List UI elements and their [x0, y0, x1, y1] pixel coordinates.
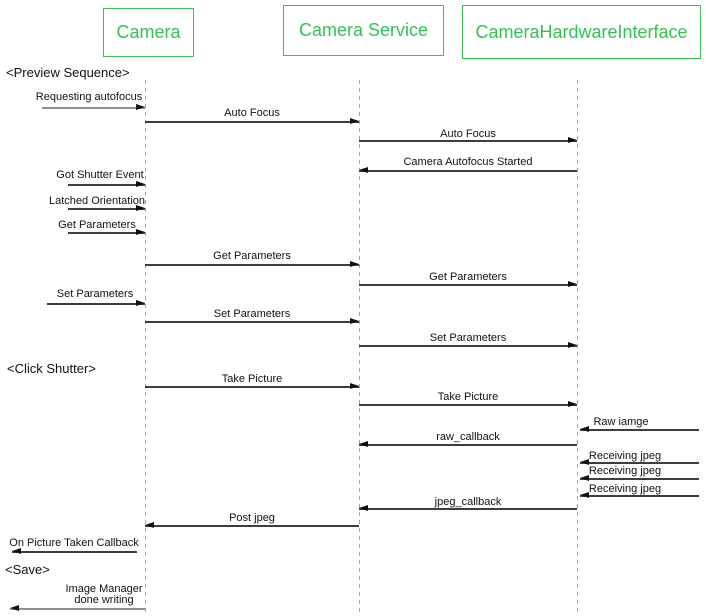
actor-box-camera: Camera — [103, 8, 194, 57]
arrowhead-icon — [350, 383, 359, 389]
actor-label-camera: Camera — [116, 22, 181, 42]
message-label: Receiving jpeg — [588, 465, 662, 477]
message-label: Get Parameters — [58, 219, 136, 231]
arrowhead-icon — [136, 205, 145, 211]
message-line — [145, 386, 359, 388]
lifeline-camerahardwareinterface — [577, 80, 578, 616]
message-label: Receiving jpeg — [588, 450, 662, 462]
message-label: Set Parameters — [213, 308, 291, 320]
message-line — [359, 140, 577, 142]
arrowhead-icon — [568, 137, 577, 143]
message-label: Take Picture — [221, 373, 283, 385]
message-label: Latched Orientation — [48, 195, 146, 207]
message-label: Set Parameters — [56, 288, 134, 300]
actor-box-camera-hardware-interface: CameraHardwareInterface — [462, 5, 701, 59]
message-label: Receiving jpeg — [588, 483, 662, 495]
message-label: On Picture Taken Callback — [9, 537, 139, 549]
message-line — [580, 462, 699, 464]
message-label: Requesting autofocus — [35, 91, 143, 103]
actor-box-camera-service: Camera Service — [283, 5, 444, 56]
message-label: Get Parameters — [213, 250, 291, 262]
message-line — [359, 508, 577, 510]
message-line — [10, 608, 145, 610]
message-label: Got Shutter Event — [56, 169, 144, 181]
message-label: raw_callback — [436, 431, 500, 443]
arrowhead-icon — [580, 426, 589, 432]
message-label: jpeg_callback — [434, 496, 502, 508]
message-label: Get Parameters — [429, 271, 507, 283]
arrowhead-icon — [580, 459, 589, 465]
actor-label-camera-hardware-interface: CameraHardwareInterface — [475, 21, 688, 42]
message-line — [580, 495, 699, 497]
message-line — [580, 478, 699, 480]
arrowhead-icon — [350, 261, 359, 267]
lifeline-camera — [145, 80, 146, 616]
message-label: Post jpeg — [229, 512, 275, 524]
arrowhead-icon — [359, 441, 368, 447]
message-label: Auto Focus — [224, 107, 280, 119]
arrowhead-icon — [145, 522, 154, 528]
message-label: Set Parameters — [429, 332, 507, 344]
arrowhead-icon — [568, 342, 577, 348]
message-label: Image Manager done writing — [65, 583, 143, 606]
message-line — [580, 429, 699, 431]
message-line — [145, 321, 359, 323]
message-line — [145, 264, 359, 266]
arrowhead-icon — [580, 492, 589, 498]
arrowhead-icon — [350, 118, 359, 124]
message-line — [12, 551, 137, 553]
arrowhead-icon — [568, 401, 577, 407]
phase-label-preview-sequence: <Preview Sequence> — [6, 65, 130, 80]
message-line — [68, 208, 145, 210]
message-line — [68, 232, 145, 234]
message-line — [47, 303, 145, 305]
arrowhead-icon — [136, 229, 145, 235]
arrowhead-icon — [580, 475, 589, 481]
actor-label-camera-service: Camera Service — [298, 20, 429, 40]
arrowhead-icon — [136, 300, 145, 306]
message-line — [359, 170, 577, 172]
message-line — [42, 107, 145, 109]
message-line — [359, 284, 577, 286]
arrowhead-icon — [10, 605, 19, 611]
message-line — [359, 404, 577, 406]
lifeline-camera-service — [359, 80, 360, 616]
message-line — [145, 121, 359, 123]
message-label: Auto Focus — [440, 128, 496, 140]
phase-label-save: <Save> — [5, 562, 50, 577]
arrowhead-icon — [568, 281, 577, 287]
message-line — [68, 184, 145, 186]
arrowhead-icon — [12, 548, 21, 554]
message-line — [359, 345, 577, 347]
arrowhead-icon — [350, 318, 359, 324]
message-line — [145, 525, 359, 527]
arrowhead-icon — [136, 104, 145, 110]
arrowhead-icon — [359, 505, 368, 511]
message-label: Raw iamge — [593, 416, 649, 428]
message-label: Camera Autofocus Started — [403, 156, 533, 168]
message-line — [359, 444, 577, 446]
arrowhead-icon — [136, 181, 145, 187]
message-label: Take Picture — [437, 391, 499, 403]
phase-label-click-shutter: <Click Shutter> — [7, 361, 96, 376]
arrowhead-icon — [359, 167, 368, 173]
